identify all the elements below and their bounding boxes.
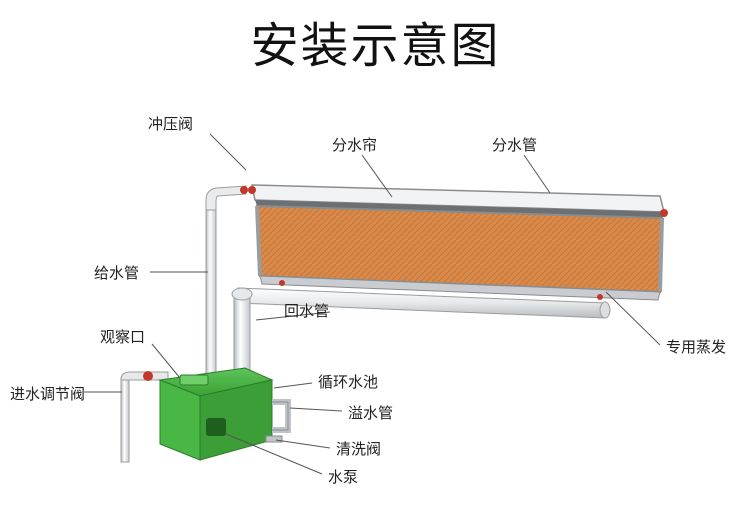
label-return-pipe: 回水管 xyxy=(284,302,329,320)
leader-lines xyxy=(84,133,661,475)
return-pipe xyxy=(231,287,611,388)
top-cover-shadow xyxy=(255,200,664,218)
pump-window xyxy=(206,418,226,436)
label-circulation-tank: 循环水池 xyxy=(318,373,378,391)
label-evaporative-pad: 专用蒸发 xyxy=(666,338,726,356)
inlet-pipe xyxy=(120,371,169,463)
inspection-port xyxy=(179,374,209,386)
evaporative-pad-unit xyxy=(248,184,668,301)
inlet-valve-marker xyxy=(143,371,153,381)
label-pressure-valve: 冲压阀 xyxy=(148,115,193,133)
label-water-curtain: 分水帘 xyxy=(332,136,377,154)
diagram-title: 安装示意图 xyxy=(250,18,501,74)
label-overflow-pipe: 溢水管 xyxy=(348,404,393,422)
bottom-gutter xyxy=(259,275,661,301)
circulation-tank xyxy=(158,367,291,461)
label-inspection-port: 观察口 xyxy=(100,328,145,346)
label-pump: 水泵 xyxy=(328,468,358,486)
label-top-water-pipe: 分水管 xyxy=(492,136,537,154)
label-clean-valve: 清洗阀 xyxy=(336,440,381,458)
label-inlet-valve: 进水调节阀 xyxy=(10,385,85,403)
pressure-valve-marker xyxy=(240,186,248,194)
label-supply-pipe: 给水管 xyxy=(94,264,139,282)
